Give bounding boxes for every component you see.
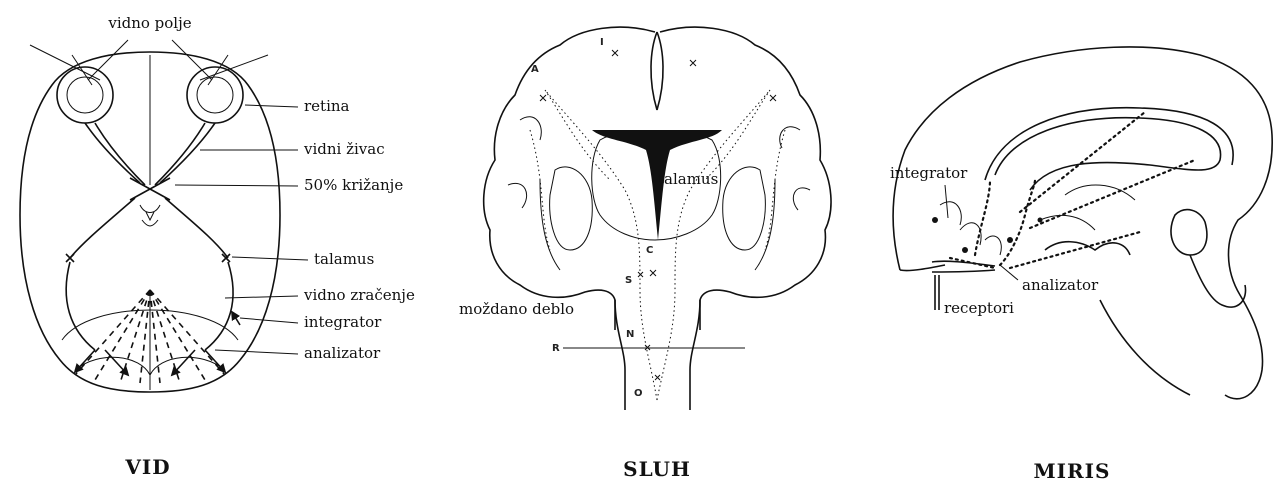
vid-label-retina: retina [304,97,350,115]
vid-label-vidno-polje: vidno polje [107,14,191,32]
sluh-letter-n: N [626,329,634,340]
vid-label-krizanje: 50% križanje [304,176,403,194]
left-thalamus-marker [66,254,74,262]
vid-label-vidno-zracenje: vidno zračenje [303,286,415,304]
vid-label-talamus: talamus [314,250,374,268]
vid-label-integrator: integrator [304,313,382,331]
sluh-brain-drawing: I A C S N R O [484,27,831,410]
sluh-letter-i: I [600,37,604,48]
vid-caption: VID [124,455,170,479]
miris-caption: MIRIS [1034,459,1111,483]
sluh-letter-r: R [552,343,560,354]
vid-label-vidni-zivac: vidni živac [303,140,385,158]
vid-brain-drawing [20,40,280,392]
sluh-label-talamus: talamus [658,170,718,188]
vid-label-analizator: analizator [304,344,381,362]
sluh-letter-c: C [646,245,653,256]
miris-label-integrator: integrator [890,164,968,182]
sluh-letter-a: A [531,64,539,75]
sluh-caption: SLUH [623,457,691,481]
vid-panel: vidno polje retina vidni živac 50% križa… [20,14,415,479]
miris-label-analizator: analizator [1022,276,1099,294]
sluh-panel: I A C S N R O talamus moždano deblo SLUH [459,27,831,481]
miris-panel: integrator analizator receptori MIRIS [890,47,1272,483]
sluh-letter-o: O [634,388,643,399]
miris-label-receptori: receptori [944,299,1014,317]
miris-brain-drawing [893,47,1272,399]
sluh-letter-s: S [625,275,632,286]
sluh-label-mozdano-deblo: moždano deblo [459,300,574,318]
